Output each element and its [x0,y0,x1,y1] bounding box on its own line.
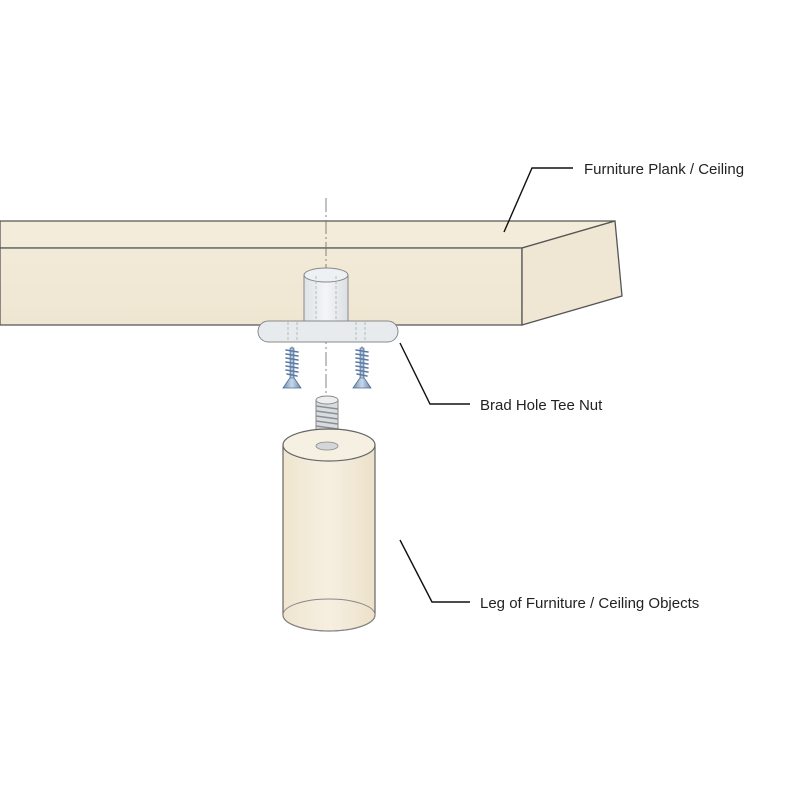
tee-nut-barrel [303,274,349,327]
leader-line-tee-nut [399,342,470,405]
leg-bottom-edge [282,598,376,632]
plank-end-face [521,220,623,326]
tee-nut-barrel-top [303,267,349,283]
wood-screw-icon [352,346,372,389]
tee-nut-flange [257,320,399,343]
plank-top-face [0,220,616,249]
furniture-leg [282,395,376,632]
leader-line-leg [399,539,470,603]
label-brad-hole-tee-nut: Brad Hole Tee Nut [480,397,603,414]
plank-front-face [0,247,523,326]
label-leg: Leg of Furniture / Ceiling Objects [480,595,699,612]
label-furniture-plank: Furniture Plank / Ceiling [584,161,744,178]
leader-line-plank [503,167,573,233]
wood-screw-icon [282,346,302,389]
brad-hole-tee-nut [257,267,399,343]
furniture-plank [0,220,623,326]
